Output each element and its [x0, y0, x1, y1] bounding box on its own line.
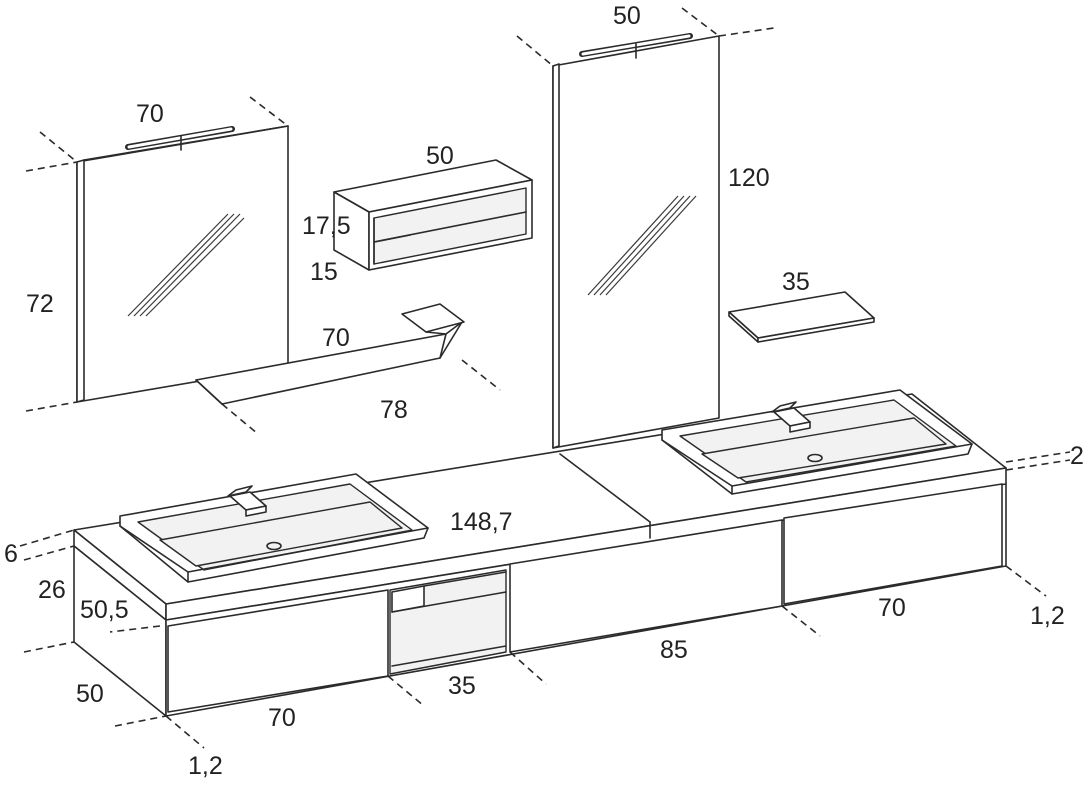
sink-left — [119, 473, 429, 583]
label-mirror-left-width: 70 — [136, 100, 164, 128]
mirror-right-dimension-lines — [516, 7, 775, 67]
dimension-labels: 70 72 50 17,5 15 70 78 50 120 35 148,7 6… — [4, 2, 1084, 780]
label-cabinet-height: 26 — [38, 576, 66, 604]
label-towel-rail-width: 70 — [322, 324, 350, 352]
label-small-shelf-width: 35 — [782, 268, 810, 296]
mirror-right-reflection — [587, 195, 697, 296]
label-countertop-thickness: 6 — [4, 540, 18, 568]
label-open-cell-width: 35 — [448, 672, 476, 700]
label-side-panel-right: 1,2 — [1030, 602, 1065, 630]
mirror-left — [76, 125, 289, 403]
label-shelf-box-depth: 15 — [310, 258, 338, 286]
label-top-thickness-right: 2 — [1070, 442, 1084, 470]
cabinet-dimension-lines — [19, 451, 1071, 749]
label-shelf-box-width: 50 — [426, 142, 454, 170]
sink-right — [661, 389, 973, 495]
label-drawer-middle-width: 85 — [660, 636, 688, 664]
label-shelf-box-height: 17,5 — [302, 212, 351, 240]
open-cell — [389, 569, 507, 675]
label-side-panel-left: 1,2 — [188, 752, 223, 780]
mirror-left-reflection — [127, 213, 245, 317]
label-towel-rail-length: 78 — [380, 396, 408, 424]
small-shelf — [728, 291, 875, 343]
label-cabinet-depth: 50 — [76, 680, 104, 708]
faucet-left — [227, 485, 267, 517]
label-mirror-right-height: 120 — [728, 164, 770, 192]
mirror-right — [552, 33, 720, 449]
shelf-box — [333, 159, 533, 271]
label-mirror-left-height: 72 — [26, 290, 54, 318]
label-cabinet-depth-inner: 50,5 — [80, 596, 129, 624]
label-mirror-right-width: 50 — [613, 2, 641, 30]
label-countertop-length: 148,7 — [450, 508, 513, 536]
label-drawer-right-width: 70 — [878, 594, 906, 622]
label-drawer-left-width: 70 — [268, 704, 296, 732]
faucet-right — [771, 401, 811, 433]
cabinet — [73, 483, 1007, 717]
mirror-right-lamp — [579, 33, 693, 59]
mirror-left-lamp — [125, 126, 235, 151]
towel-rail — [195, 303, 465, 405]
mirror-left-dimension-lines — [25, 96, 289, 412]
towel-rail-dimension-lines — [221, 359, 501, 435]
